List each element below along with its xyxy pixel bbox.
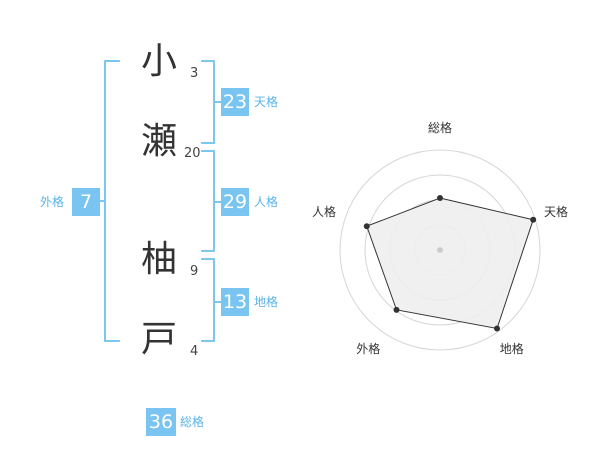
gaikaku-bracket: [104, 60, 120, 342]
gaikaku-label: 外格: [40, 195, 65, 209]
soukaku-badge: 36: [146, 408, 176, 436]
chikaku-bracket: [201, 258, 215, 342]
name-char-4: 戸: [140, 319, 177, 360]
tenkaku-bracket: [201, 60, 215, 144]
radar-point-4: [363, 223, 370, 230]
radar-axis-label-gaikaku: 外格: [356, 341, 381, 356]
name-char-1: 小: [140, 41, 177, 82]
jinkaku-bracket: [201, 150, 215, 252]
jinkaku-bracket-stub: [215, 201, 221, 203]
chikaku-badge: 13: [221, 288, 249, 316]
soukaku-label: 総格: [180, 415, 205, 429]
radar-axis-label-jinkaku: 人格: [311, 205, 336, 220]
stroke-count-4: 4: [190, 344, 199, 359]
radar-point-1: [530, 216, 537, 223]
radar-axis-label-chikaku: 地格: [499, 341, 524, 356]
radar-axis-label-soukaku: 総格: [428, 121, 453, 135]
radar-center: [437, 247, 443, 253]
name-char-2: 瀬: [140, 121, 177, 162]
chikaku-label: 地格: [254, 295, 279, 309]
tenkaku-badge: 23: [221, 88, 249, 116]
stroke-count-3: 9: [190, 264, 199, 279]
radar-point-0: [437, 195, 443, 201]
tenkaku-bracket-stub: [215, 101, 221, 103]
radar-point-2: [494, 325, 501, 332]
jinkaku-badge: 29: [221, 188, 249, 216]
radar-axis-label-tenkaku: 天格: [544, 205, 569, 220]
jinkaku-label: 人格: [254, 195, 279, 209]
radar-point-3: [393, 306, 400, 313]
stroke-count-2: 20: [184, 146, 201, 161]
radar-points: [363, 195, 537, 332]
radar-ring-4: [339, 149, 541, 351]
tenkaku-label: 天格: [254, 95, 279, 109]
gaikaku-badge: 7: [72, 188, 100, 216]
gaikaku-bracket-stub: [96, 200, 104, 202]
stroke-count-1: 3: [190, 66, 199, 81]
name-char-3: 柚: [140, 239, 177, 280]
radar-polygon: [366, 197, 534, 330]
chikaku-bracket-stub: [215, 301, 221, 303]
